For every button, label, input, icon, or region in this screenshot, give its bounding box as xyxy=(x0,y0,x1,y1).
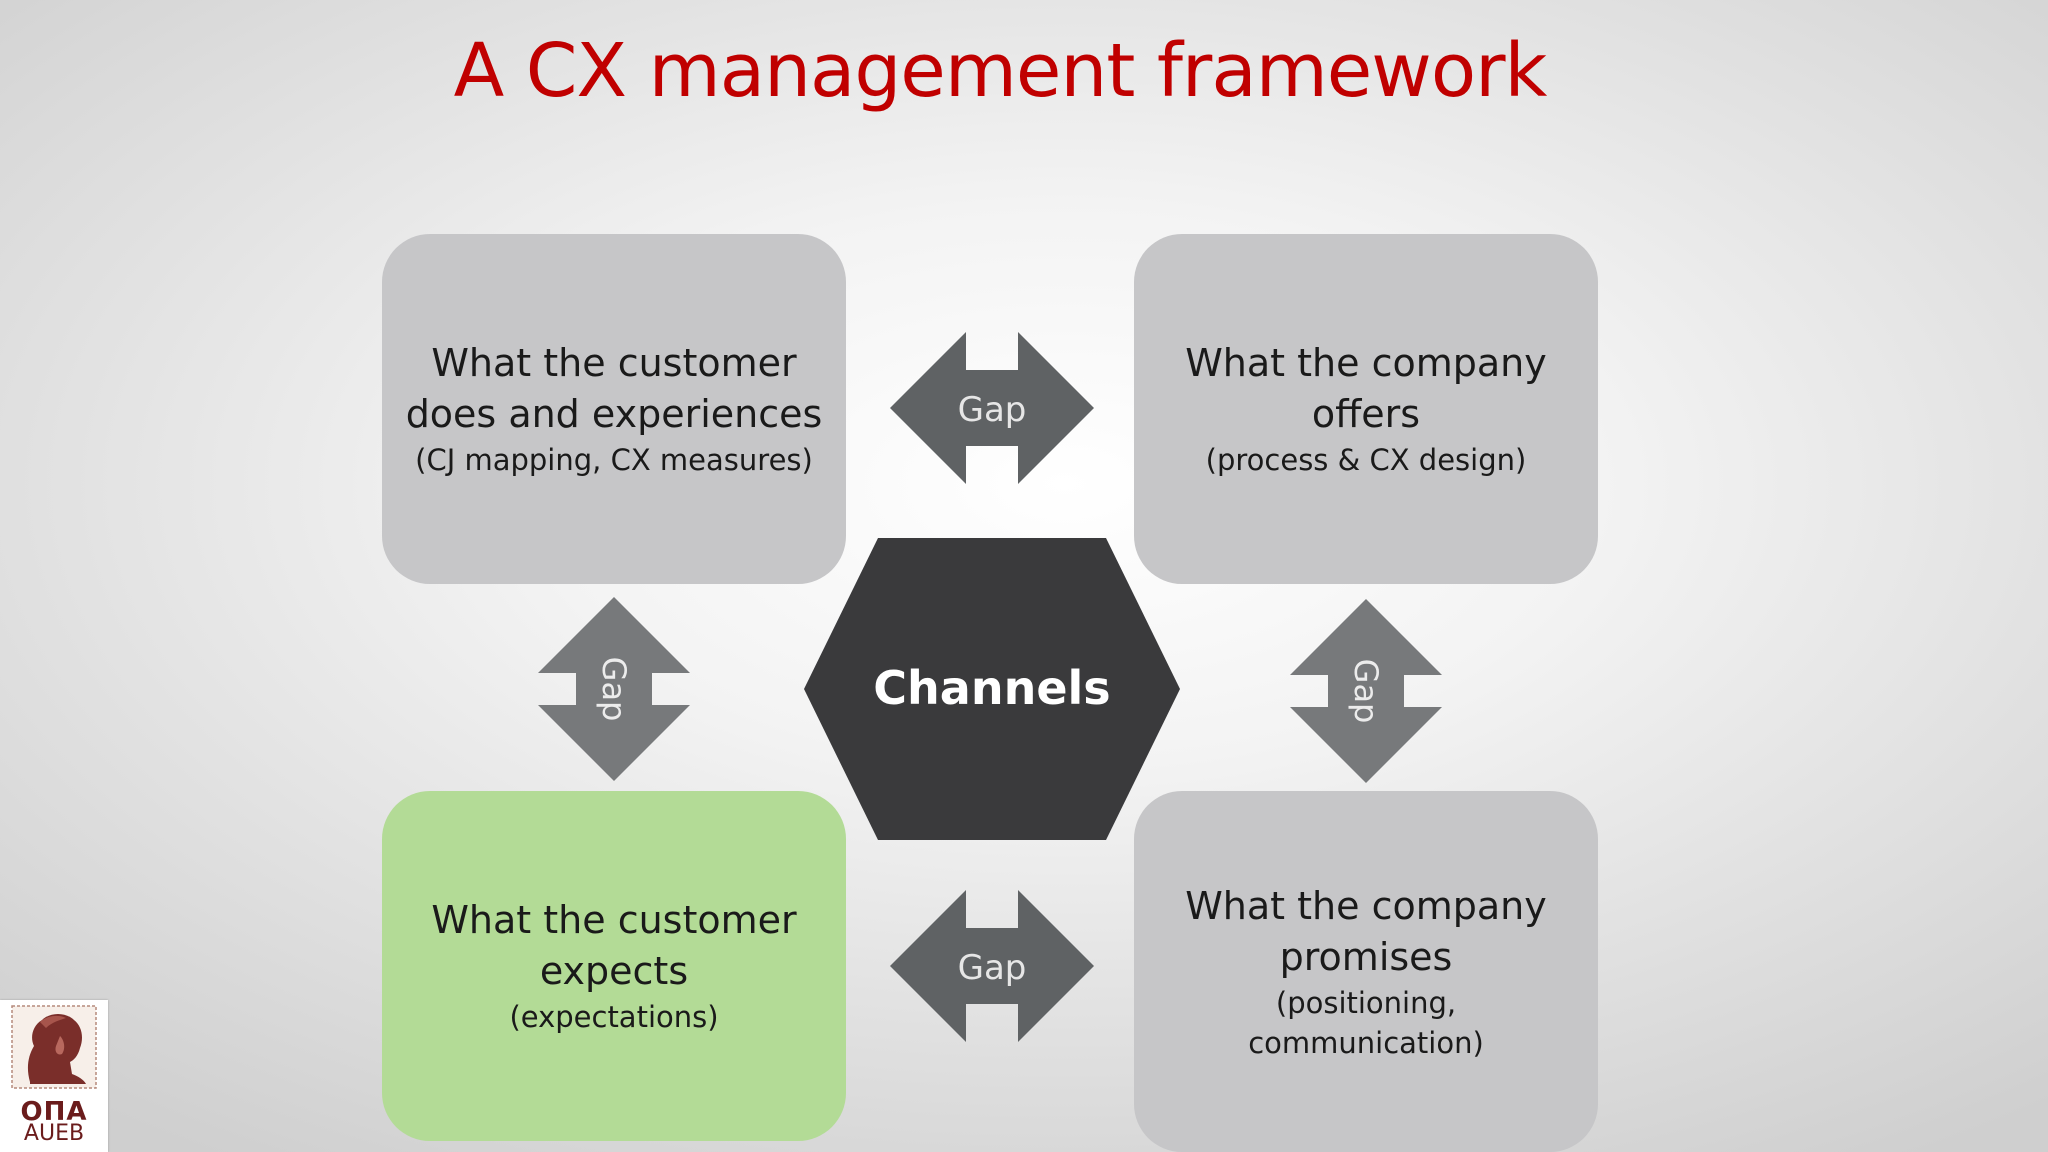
box-heading-line: expects xyxy=(539,949,689,993)
box-company-offers: What the company offers (process & CX de… xyxy=(1134,234,1598,584)
box-heading-line: does and experiences xyxy=(405,392,823,436)
box-company-promises: What the company promises (positioning, … xyxy=(1134,791,1598,1152)
slide-title: A CX management framework xyxy=(453,28,1548,114)
gap-arrow-left xyxy=(538,597,690,781)
university-logo: ΟΠΑ AUEB xyxy=(0,1000,108,1152)
box-heading-line: promises xyxy=(1279,934,1453,979)
gap-label-left: Gap xyxy=(595,657,633,722)
box-heading-line: What the company xyxy=(1185,883,1547,928)
statue-head-icon xyxy=(11,1005,97,1089)
box-subtitle: (CJ mapping, CX measures) xyxy=(415,443,813,477)
gap-label-right: Gap xyxy=(1347,659,1385,724)
box-subtitle: communication) xyxy=(1248,1025,1484,1060)
box-subtitle: (positioning, xyxy=(1275,985,1457,1020)
logo-text-latin: AUEB xyxy=(23,1121,85,1146)
gap-arrow-bottom xyxy=(890,890,1094,1042)
box-heading-line: What the company xyxy=(1185,341,1547,385)
box-heading-line: offers xyxy=(1311,392,1421,436)
box-subtitle: (expectations) xyxy=(509,1000,719,1034)
logo-text-greek: ΟΠΑ xyxy=(20,1097,88,1127)
box-customer-expects: What the customer expects (expectations) xyxy=(382,791,846,1141)
channels-label: Channels xyxy=(873,661,1110,715)
box-customer-experiences: What the customer does and experiences (… xyxy=(382,234,846,584)
gap-label-top: Gap xyxy=(958,390,1027,430)
gap-arrow-top xyxy=(890,332,1094,484)
gap-arrow-right xyxy=(1290,599,1442,783)
box-heading-line: What the customer xyxy=(431,341,797,385)
channels-hexagon xyxy=(804,538,1180,840)
gap-label-bottom: Gap xyxy=(958,948,1027,988)
box-heading-line: What the customer xyxy=(431,898,797,942)
box-subtitle: (process & CX design) xyxy=(1205,443,1527,477)
